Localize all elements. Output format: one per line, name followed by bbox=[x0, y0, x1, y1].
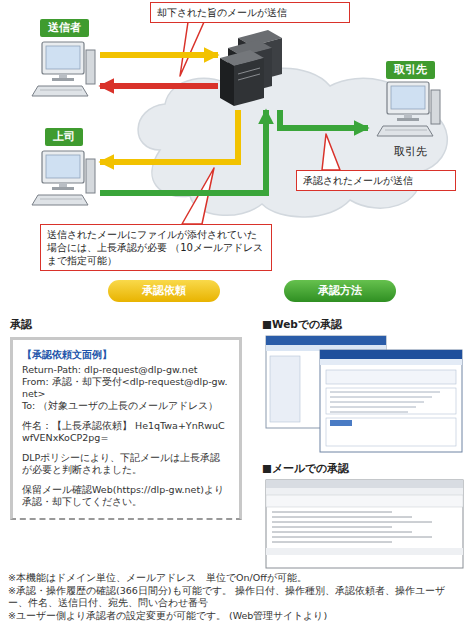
mail-heading: 承認 bbox=[10, 318, 242, 332]
boss-node: 上司 bbox=[28, 125, 100, 211]
node-text: 取引先 bbox=[386, 61, 435, 79]
web-text-line bbox=[330, 402, 424, 403]
server-stack bbox=[238, 74, 260, 80]
web-screenshot bbox=[266, 336, 462, 452]
mail-screenshot bbox=[266, 480, 463, 568]
mail-text-line bbox=[272, 512, 392, 513]
callout-pointer bbox=[322, 134, 340, 170]
web-screenshot bbox=[326, 418, 456, 446]
boss-pc bbox=[32, 151, 95, 205]
mail-sample: 承認【承認依頼文面例】 Return-Path: dlp-request@dlp-… bbox=[10, 318, 242, 520]
sender-pc bbox=[32, 42, 95, 96]
web-screenshot bbox=[326, 370, 456, 384]
mail-text-line bbox=[272, 532, 412, 533]
mail-flow-arrow bbox=[100, 83, 218, 89]
mail-flow-arrow bbox=[280, 110, 368, 128]
mail-screenshot bbox=[266, 495, 463, 507]
server-stack bbox=[220, 30, 282, 106]
node-text: To: （対象ユーザの上長のメールアドレス） bbox=[22, 400, 230, 412]
web-screenshot bbox=[270, 356, 300, 422]
mail-frame: 【承認依頼文面例】 Return-Path: dlp-request@dlp-gw… bbox=[10, 337, 242, 520]
node-text: 件名：【上長承認依頼】 He1qTwa+YnRwuCwfVENxKoCP2pg= bbox=[22, 420, 230, 444]
callout-pointer bbox=[180, 22, 204, 76]
approve-callout: 承認されたメールが送信 bbox=[296, 170, 456, 191]
section-label: ■Webでの承認 bbox=[262, 318, 342, 332]
partner-pc bbox=[377, 82, 440, 136]
server-stack bbox=[220, 58, 234, 106]
sender-pc bbox=[32, 42, 95, 96]
node-text: Return-Path: dlp-request@dlp-gw.net bbox=[22, 364, 230, 376]
node-text: DLPポリシーにより、下記メールは上長承認が必要と判断されました。 bbox=[22, 452, 230, 476]
reject-callout: 却下された旨のメールが送信 bbox=[150, 2, 350, 23]
method-pill: 承認方法 bbox=[284, 280, 396, 302]
web-text-line bbox=[330, 412, 408, 413]
mail-text-line bbox=[272, 517, 412, 518]
mail-text-line bbox=[272, 527, 392, 528]
node-text: 承認依頼 bbox=[108, 280, 220, 302]
server-stack bbox=[234, 58, 264, 106]
web-text-line bbox=[330, 392, 440, 393]
mail-text-line bbox=[272, 542, 392, 543]
request-pill: 承認依頼 bbox=[108, 280, 220, 302]
partner-pc bbox=[377, 82, 440, 136]
node-text: From: 承認・却下受付<dlp-request@dlp-gw.net> bbox=[22, 376, 230, 400]
node-text: 却下された旨のメールが送信 bbox=[157, 6, 343, 19]
footnote: ※ユーザー側より承認者の設定変更が可能です。 (Web管理サイトより) bbox=[8, 610, 463, 623]
web-screenshot bbox=[320, 359, 462, 365]
node-text: 承認方法 bbox=[284, 280, 396, 302]
mail-flow-arrow bbox=[100, 52, 218, 58]
partner-node: 取引先取引先 bbox=[368, 58, 452, 166]
web-screenshot bbox=[326, 388, 456, 414]
node-text: 取引先 bbox=[368, 145, 452, 159]
notes-block: ※本機能はドメイン単位、メールアドレス 単位でOn/Offが可能。※承認・操作履… bbox=[8, 572, 463, 622]
mail-flow-arrow bbox=[100, 110, 266, 193]
mail-text-line bbox=[272, 522, 432, 523]
mail-screenshot bbox=[266, 488, 463, 495]
node-text: 保留メール確認Web(https://dlp-gw.net)より承認・却下してく… bbox=[22, 484, 230, 508]
node-text: 送信者 bbox=[40, 19, 89, 37]
web-screenshot bbox=[330, 420, 352, 426]
web-screenshot bbox=[320, 350, 462, 359]
node-text: 【承認依頼文面例】 bbox=[22, 348, 230, 361]
mail-screenshot bbox=[266, 548, 463, 555]
mail-text-line bbox=[272, 537, 432, 538]
section-label: ■メールでの承認 bbox=[262, 462, 349, 476]
node-text: 上司 bbox=[45, 128, 83, 146]
server-stack bbox=[238, 68, 260, 74]
node-text: 送信されたメールにファイルが添付されていた場合には、上長承認が必要 （10メール… bbox=[47, 228, 265, 267]
mail-screenshot bbox=[266, 480, 463, 568]
server-stack bbox=[220, 50, 264, 106]
web-screenshot bbox=[320, 350, 462, 452]
note-callout: 送信されたメールにファイルが添付されていた場合には、上長承認が必要 （10メール… bbox=[40, 224, 272, 271]
footnote: ※承認・操作履歴の確認(366日間分)も可能です。 操作日付、操作種別、承認依頼… bbox=[8, 585, 463, 610]
server-node bbox=[218, 28, 288, 110]
web-text-line bbox=[330, 407, 416, 408]
web-screenshot bbox=[266, 336, 386, 345]
node-text: 承認されたメールが送信 bbox=[303, 174, 449, 187]
footnote: ※本機能はドメイン単位、メールアドレス 単位でOn/Offが可能。 bbox=[8, 572, 463, 585]
mail-flow-arrow bbox=[100, 110, 238, 162]
boss-pc bbox=[32, 151, 95, 205]
sender-node: 送信者 bbox=[28, 16, 100, 102]
web-text-line bbox=[330, 397, 432, 398]
mail-screenshot bbox=[266, 480, 463, 488]
